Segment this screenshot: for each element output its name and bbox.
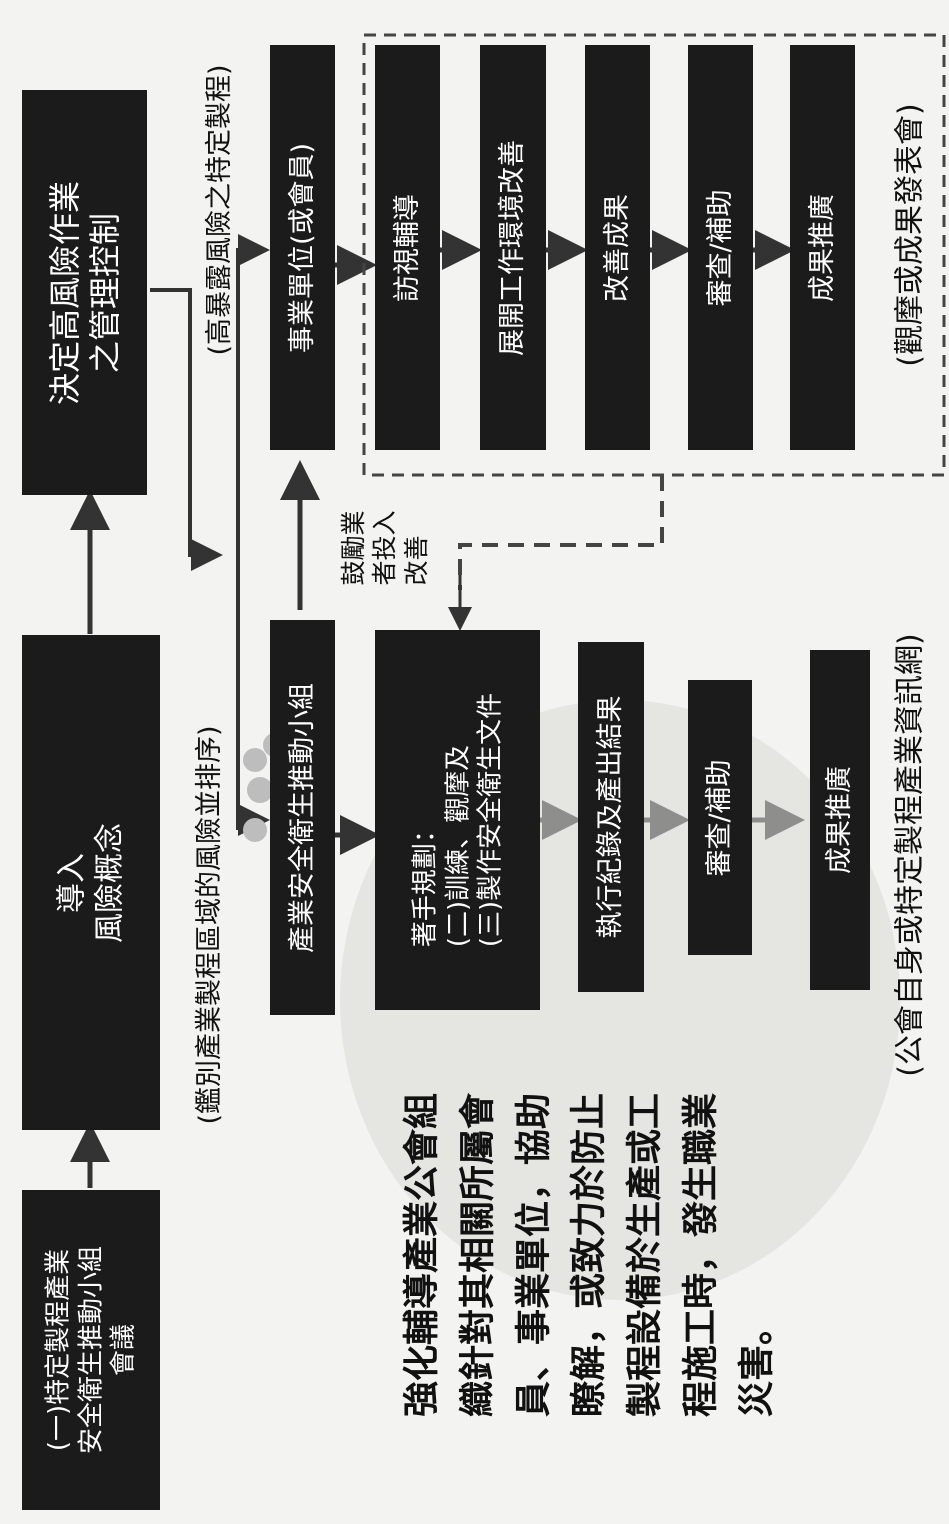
- dashed-frame: [362, 33, 946, 477]
- node-promote-left: 成果推廣: [810, 650, 870, 990]
- node-decide: 決定高風險作業 之管理控制: [22, 90, 147, 495]
- label-encourage: 鼓勵業 者投入 改善: [338, 510, 431, 586]
- label-association: (公會自身或特定製程產業資訊網): [892, 633, 928, 1077]
- node-improve-env: 展開工作環境改善: [480, 45, 546, 450]
- dashed-link: [458, 475, 664, 590]
- label-high-exposure: (高暴露風險之特定製程): [204, 64, 236, 356]
- node-meeting: (一)特定製程產業 安全衛生推動小組 會議: [22, 1190, 160, 1510]
- node-review-left: 審查/補助: [688, 680, 752, 955]
- node-improve-result: 改善成果: [585, 45, 650, 450]
- strengthen-paragraph: 強化輔導產業公會組 織針對其相關所屬會 員、事業單位，協助 瞭解，或致力於防止 …: [401, 1092, 778, 1418]
- label-observe: (觀摩或成果發表會): [892, 103, 928, 367]
- node-plan: 著手規劃： (二)訓練、觀摩及 (三)製作安全衛生文件: [375, 630, 540, 1010]
- node-introduce: 導入 風險概念: [22, 635, 160, 1130]
- node-review-right: 審查/補助: [688, 45, 753, 450]
- node-business-unit: 事業單位(或會員): [270, 45, 335, 450]
- arrow-branch-top: [236, 234, 270, 830]
- node-promotion-team: 產業安全衛生推動小組: [270, 620, 335, 1015]
- node-visit: 訪視輔導: [375, 45, 440, 450]
- node-execute: 執行紀錄及產出結果: [578, 642, 644, 992]
- node-promote-right: 成果推廣: [790, 45, 855, 450]
- label-identify: (鑑別產業製程區域的風險並排序): [194, 725, 226, 1125]
- arrow-decide-business: [150, 288, 223, 571]
